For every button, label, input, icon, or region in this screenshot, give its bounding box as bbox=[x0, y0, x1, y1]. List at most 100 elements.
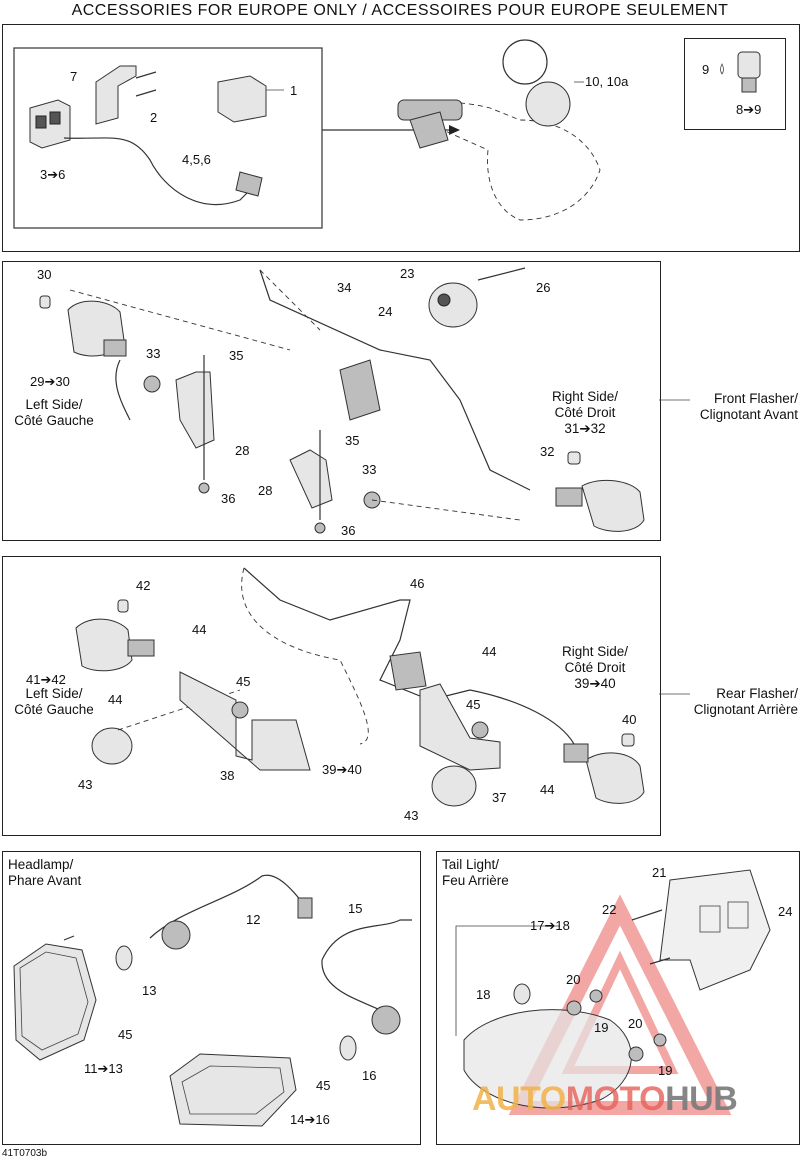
watermark-moto: MOTO bbox=[565, 1080, 666, 1118]
headlamp-11 bbox=[13, 943, 97, 1061]
reflector-43-left bbox=[91, 727, 133, 765]
bulb-30 bbox=[39, 295, 51, 309]
callout-44a: 44 bbox=[192, 622, 207, 637]
bracket-7 bbox=[95, 65, 137, 125]
horn-housing-23 bbox=[428, 282, 478, 328]
switch-cable bbox=[63, 137, 251, 206]
callout-1: 1 bbox=[290, 83, 298, 98]
callout-36b: 36 bbox=[341, 523, 356, 538]
callout-28b: 28 bbox=[258, 483, 273, 498]
bulb-40 bbox=[621, 733, 635, 747]
headlamp-title: Headlamp/ Phare Avant bbox=[8, 857, 128, 889]
leader-arrow-head bbox=[449, 125, 460, 135]
callout-24: 24 bbox=[378, 304, 393, 319]
harness-15 bbox=[321, 919, 412, 961]
callout-35b: 35 bbox=[345, 433, 360, 448]
rear-flasher-label-fr: Clignotant Arrière bbox=[693, 702, 798, 717]
callout-19a: 19 bbox=[594, 1020, 609, 1035]
callout-26: 26 bbox=[536, 280, 551, 295]
callout-33b: 33 bbox=[362, 462, 377, 477]
headlamp-14 bbox=[169, 1053, 297, 1127]
callout-13: 13 bbox=[142, 983, 157, 998]
callout-35a: 35 bbox=[229, 348, 244, 363]
callout-21: 21 bbox=[652, 865, 667, 880]
tail-light-title-fr: Feu Arrière bbox=[442, 873, 509, 888]
rear-right-side-fr: Côté Droit bbox=[564, 660, 626, 675]
right-front-flasher bbox=[581, 479, 645, 532]
callout-33a: 33 bbox=[146, 346, 161, 361]
license-bracket-21 bbox=[659, 869, 771, 991]
bulb-16 bbox=[339, 1035, 357, 1061]
fairing-outline bbox=[396, 101, 601, 221]
connector bbox=[235, 171, 263, 197]
rear-right-side-en: Right Side/ bbox=[561, 644, 629, 659]
callout-9: 9 bbox=[702, 62, 710, 77]
callout-15: 15 bbox=[348, 901, 363, 916]
front-flasher-label: Front Flasher/ Clignotant Avant bbox=[668, 391, 798, 423]
front-flasher-label-fr: Clignotant Avant bbox=[699, 407, 798, 422]
figure-code: 41T0703b bbox=[2, 1148, 48, 1159]
bracket-38 bbox=[179, 671, 311, 771]
right-rear-flasher bbox=[585, 752, 645, 804]
rear-harness-46 bbox=[243, 567, 471, 701]
callout-10-10a: 10, 10a bbox=[585, 74, 629, 89]
callout-29-30: 29➔30 bbox=[30, 374, 70, 389]
callout-37: 37 bbox=[492, 790, 507, 805]
callout-45a: 45 bbox=[236, 674, 251, 689]
callout-45c: 45 bbox=[118, 1027, 133, 1042]
callout-3-6: 3➔6 bbox=[40, 167, 66, 182]
bracket-37 bbox=[419, 683, 501, 771]
front-left-side-label: Left Side/ Côté Gauche bbox=[4, 397, 104, 429]
small-bulb bbox=[720, 63, 724, 75]
rear-flasher-label-en: Rear Flasher/ bbox=[716, 686, 798, 701]
callout-4-5-6: 4,5,6 bbox=[182, 152, 211, 167]
callout-45b: 45 bbox=[466, 697, 481, 712]
callout-44b: 44 bbox=[482, 644, 497, 659]
reflector-43-right bbox=[431, 765, 477, 807]
front-left-side-en: Left Side/ bbox=[25, 397, 83, 412]
callout-44c: 44 bbox=[108, 692, 123, 707]
rear-right-side-range: 39➔40 bbox=[574, 676, 616, 691]
bulb-13 bbox=[115, 945, 133, 971]
headlamp-title-fr: Phare Avant bbox=[8, 873, 82, 888]
callout-40: 40 bbox=[622, 712, 637, 727]
inset-panel bbox=[684, 38, 786, 130]
front-right-side-label: Right Side/ Côté Droit 31➔32 bbox=[540, 389, 630, 437]
headlamp-title-en: Headlamp/ bbox=[8, 857, 74, 872]
gasket-ring bbox=[502, 39, 548, 85]
front-right-side-range: 31➔32 bbox=[564, 421, 606, 436]
callout-38: 38 bbox=[220, 768, 235, 783]
front-left-side-fr: Côté Gauche bbox=[14, 413, 94, 428]
callout-43b: 43 bbox=[404, 808, 419, 823]
callout-11-13: 11➔13 bbox=[84, 1061, 123, 1076]
callout-43a: 43 bbox=[78, 777, 93, 792]
callout-2: 2 bbox=[150, 110, 158, 125]
callout-20b: 20 bbox=[628, 1016, 643, 1031]
callout-32: 32 bbox=[540, 444, 555, 459]
watermark-hub: HUB bbox=[665, 1080, 738, 1118]
bulb-18 bbox=[513, 983, 531, 1005]
callout-30: 30 bbox=[37, 267, 52, 282]
tail-light-title-en: Tail Light/ bbox=[442, 857, 500, 872]
rear-left-side-fr: Côté Gauche bbox=[14, 702, 94, 717]
callout-24b: 24 bbox=[778, 904, 793, 919]
harness-12 bbox=[149, 874, 311, 939]
callout-36a: 36 bbox=[221, 491, 236, 506]
callout-28a: 28 bbox=[235, 443, 250, 458]
front-flasher-label-en: Front Flasher/ bbox=[713, 391, 798, 406]
tail-light-housing bbox=[463, 1009, 632, 1109]
callout-34: 34 bbox=[337, 280, 352, 295]
callout-42: 42 bbox=[136, 578, 151, 593]
callout-46: 46 bbox=[410, 576, 425, 591]
rear-right-side-label: Right Side/ Côté Droit 39➔40 bbox=[550, 644, 640, 692]
left-rear-flasher bbox=[75, 618, 133, 672]
callout-17-18: 17➔18 bbox=[530, 918, 570, 933]
callout-44d: 44 bbox=[540, 782, 555, 797]
handlebar-switch bbox=[409, 111, 449, 149]
relay-box bbox=[217, 75, 267, 123]
